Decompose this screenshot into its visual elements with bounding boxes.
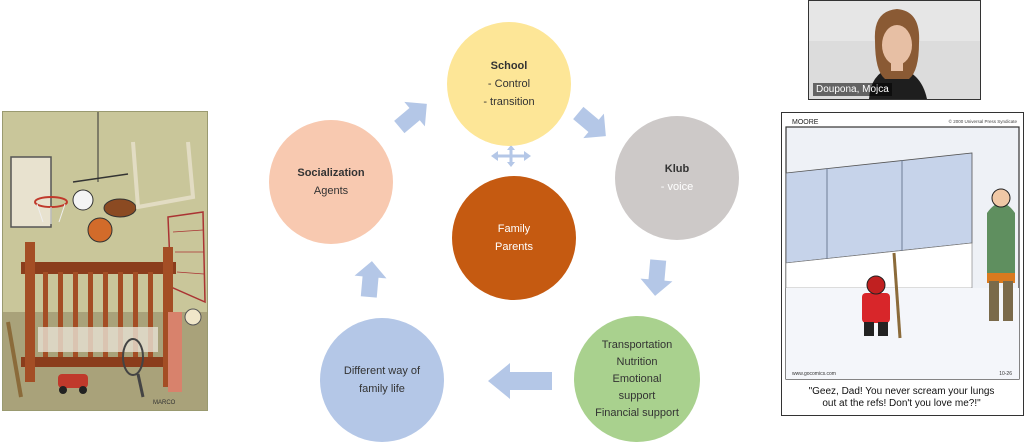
arrow-different-to-social — [354, 261, 387, 298]
arrow-support-to-different — [488, 363, 552, 399]
different-way-circle: Different way of family life — [320, 318, 444, 442]
family-line-family: Family — [497, 223, 531, 235]
school-circle: School - Control - transition — [447, 22, 571, 146]
different-line-2: family life — [359, 383, 405, 395]
support-line-financial: Financial support — [595, 406, 679, 419]
support-line-emotional: Emotional — [612, 372, 662, 385]
socialization-line-agents: Agents — [313, 185, 349, 197]
comic-artist-signature: MOORE — [792, 119, 819, 126]
family-circle: Family Parents — [452, 176, 576, 300]
school-line-control: - Control — [487, 78, 531, 90]
comic-caption-line-1: "Geez, Dad! You never scream your lungs — [808, 386, 995, 397]
support-circle: Transportation Nutrition Emotional suppo… — [574, 316, 700, 442]
socialization-title: Socialization — [297, 167, 365, 179]
comic-copyright: © 2000 Universal Press Syndicate — [949, 118, 1018, 124]
four-way-arrow — [491, 145, 531, 167]
participant-video-tile[interactable]: Doupona, Mojca — [808, 0, 981, 100]
comic-caption: "Geez, Dad! You never scream your lungs … — [781, 386, 1022, 410]
different-line-1: Different way of — [343, 365, 421, 377]
klub-line-voice: - voice — [660, 181, 694, 193]
school-line-transition: - transition — [483, 96, 535, 108]
hockey-comic-image: MOORE © 2000 Universal Press Syndicate w… — [781, 112, 1024, 416]
crib-cartoon-signature: MARCO — [153, 400, 176, 406]
arrow-social-to-school — [394, 101, 427, 134]
klub-circle: Klub - voice — [615, 116, 739, 240]
klub-title: Klub — [664, 163, 690, 175]
comic-site: www.gocomics.com — [792, 371, 836, 377]
arrow-school-to-klub — [573, 106, 606, 139]
arrow-klub-to-support — [640, 259, 673, 296]
participant-name-label: Doupona, Mojca — [813, 83, 892, 96]
comic-caption-line-2: out at the refs! Don't you love me?!" — [822, 398, 981, 409]
support-line-transportation: Transportation — [601, 338, 673, 351]
socialization-circle: Socialization Agents — [269, 120, 393, 244]
comic-date: 10-26 — [999, 371, 1012, 377]
school-title: School — [490, 60, 528, 72]
support-line-support: support — [618, 389, 656, 402]
support-line-nutrition: Nutrition — [616, 355, 658, 368]
crib-cartoon-image: MARCO — [2, 111, 208, 411]
family-line-parents: Parents — [495, 241, 533, 253]
